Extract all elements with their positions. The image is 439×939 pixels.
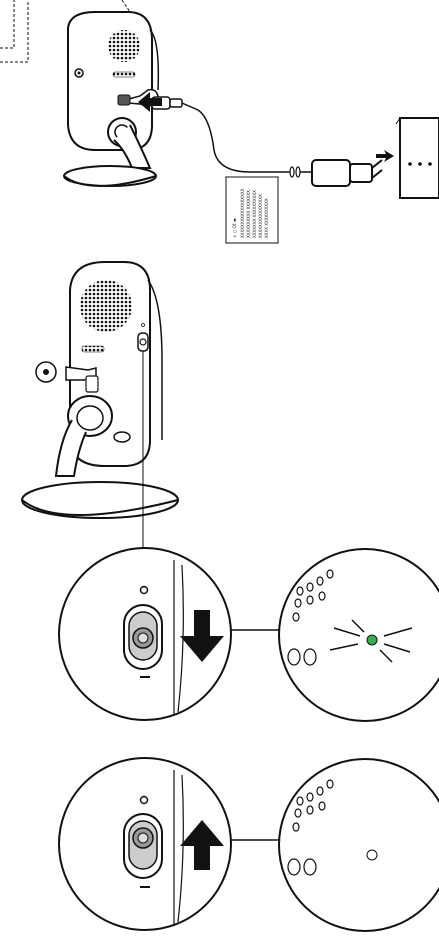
- camera-icon: [21, 261, 179, 519]
- adapter-label-marks: ⚠ ◻ C€ ▬: [232, 218, 237, 238]
- vent-holes: [287, 779, 334, 876]
- led-on-indicator: [366, 634, 378, 646]
- vent-holes: [287, 569, 334, 666]
- arrow-right-icon: [376, 150, 394, 162]
- cable-ties: [289, 166, 312, 178]
- callout-bracket: [0, 0, 29, 63]
- adapter-label-line: XXXXXXXXXX XXXXXXX: [246, 190, 251, 238]
- callout-line: [121, 0, 131, 13]
- led-zoom-off: [278, 758, 439, 932]
- switch-zoom-on: [58, 547, 232, 721]
- led-glow-lines: [329, 619, 413, 663]
- adapter-label-line: XXXXXXX XXXXXXXXXX: [252, 190, 257, 238]
- power-adapter-icon: [311, 150, 394, 187]
- arrow-down-icon: [180, 610, 224, 662]
- power-plug: [138, 92, 292, 173]
- step-switch-on: [58, 547, 439, 722]
- adapter-label-line: XXXX XXXXXXXXXX: [264, 198, 269, 238]
- step-switch-off: [58, 757, 439, 932]
- arrow-up-icon: [180, 820, 224, 870]
- switch-zoom-off: [58, 757, 232, 931]
- wall-outlet-icon: [395, 117, 439, 199]
- led-off-indicator: [366, 849, 378, 861]
- adapter-label-line: XXXXXXXXXXXXXXXX: [258, 194, 263, 238]
- adapter-label-line: XXXXXXXXXXXXXXXXXX: [240, 188, 245, 238]
- step-camera-switch: [21, 261, 179, 548]
- led-zoom-on: [278, 548, 439, 722]
- arrow-left-icon: [138, 92, 162, 112]
